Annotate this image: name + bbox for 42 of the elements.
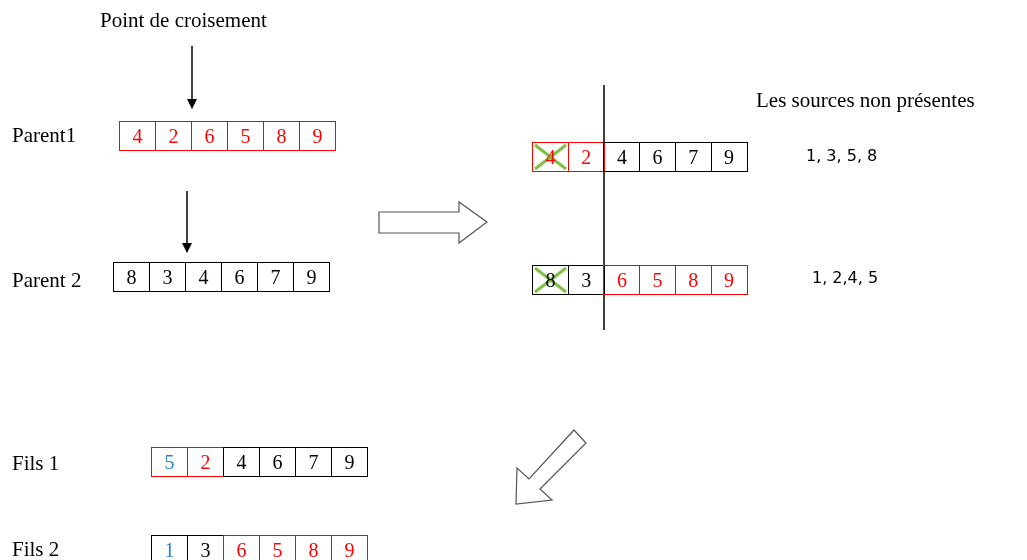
gene-cell: 5: [227, 121, 264, 151]
gene-cell: 8: [674, 265, 712, 295]
text-label: Fils 2: [12, 537, 60, 560]
gene-cell: 9: [710, 265, 748, 295]
text-label: Parent 2: [12, 268, 82, 293]
gene-cell: 7: [257, 262, 294, 292]
gene-cell: 6: [259, 447, 296, 477]
gene-cell: 6: [191, 121, 228, 151]
gene-cell: 6: [639, 142, 677, 172]
gene-cell: 3: [567, 265, 605, 295]
gene-cell: 6: [223, 535, 260, 560]
gene-cell: 5: [639, 265, 677, 295]
gene-cell: 7: [674, 142, 712, 172]
gene-cell: 3: [149, 262, 186, 292]
gene-cell: 5: [151, 447, 188, 477]
gene-cell: 4: [223, 447, 260, 477]
gene-cell: 2: [155, 121, 192, 151]
text-label: Fils 1: [12, 451, 60, 476]
gene-cell: 9: [331, 447, 368, 477]
gene-cell: 6: [221, 262, 258, 292]
gene-cell: 4: [119, 121, 156, 151]
text-label: Parent1: [12, 123, 77, 148]
gene-cell: 9: [331, 535, 368, 560]
gene-cell: 3: [187, 535, 224, 560]
gene-cell: 7: [295, 447, 332, 477]
crossover-label: Point de croisement: [100, 8, 267, 33]
gene-cell: 8: [295, 535, 332, 560]
gene-cell: 8: [263, 121, 300, 151]
text-label: 1, 3, 5, 8: [806, 146, 878, 165]
gene-cell: 9: [299, 121, 336, 151]
text-label: Les sources non présentes: [756, 88, 975, 113]
gene-cell: 4: [603, 142, 641, 172]
gene-cell: 9: [293, 262, 330, 292]
gene-cell: 4: [185, 262, 222, 292]
gene-cell: 2: [567, 142, 605, 172]
gene-cell: 5: [259, 535, 296, 560]
gene-cell: 2: [187, 447, 224, 477]
text-label: 1, 2,4, 5: [812, 268, 879, 287]
gene-cell: 1: [151, 535, 188, 560]
gene-cell: 8: [113, 262, 150, 292]
gene-cell: 9: [710, 142, 748, 172]
gene-cell: 6: [603, 265, 641, 295]
